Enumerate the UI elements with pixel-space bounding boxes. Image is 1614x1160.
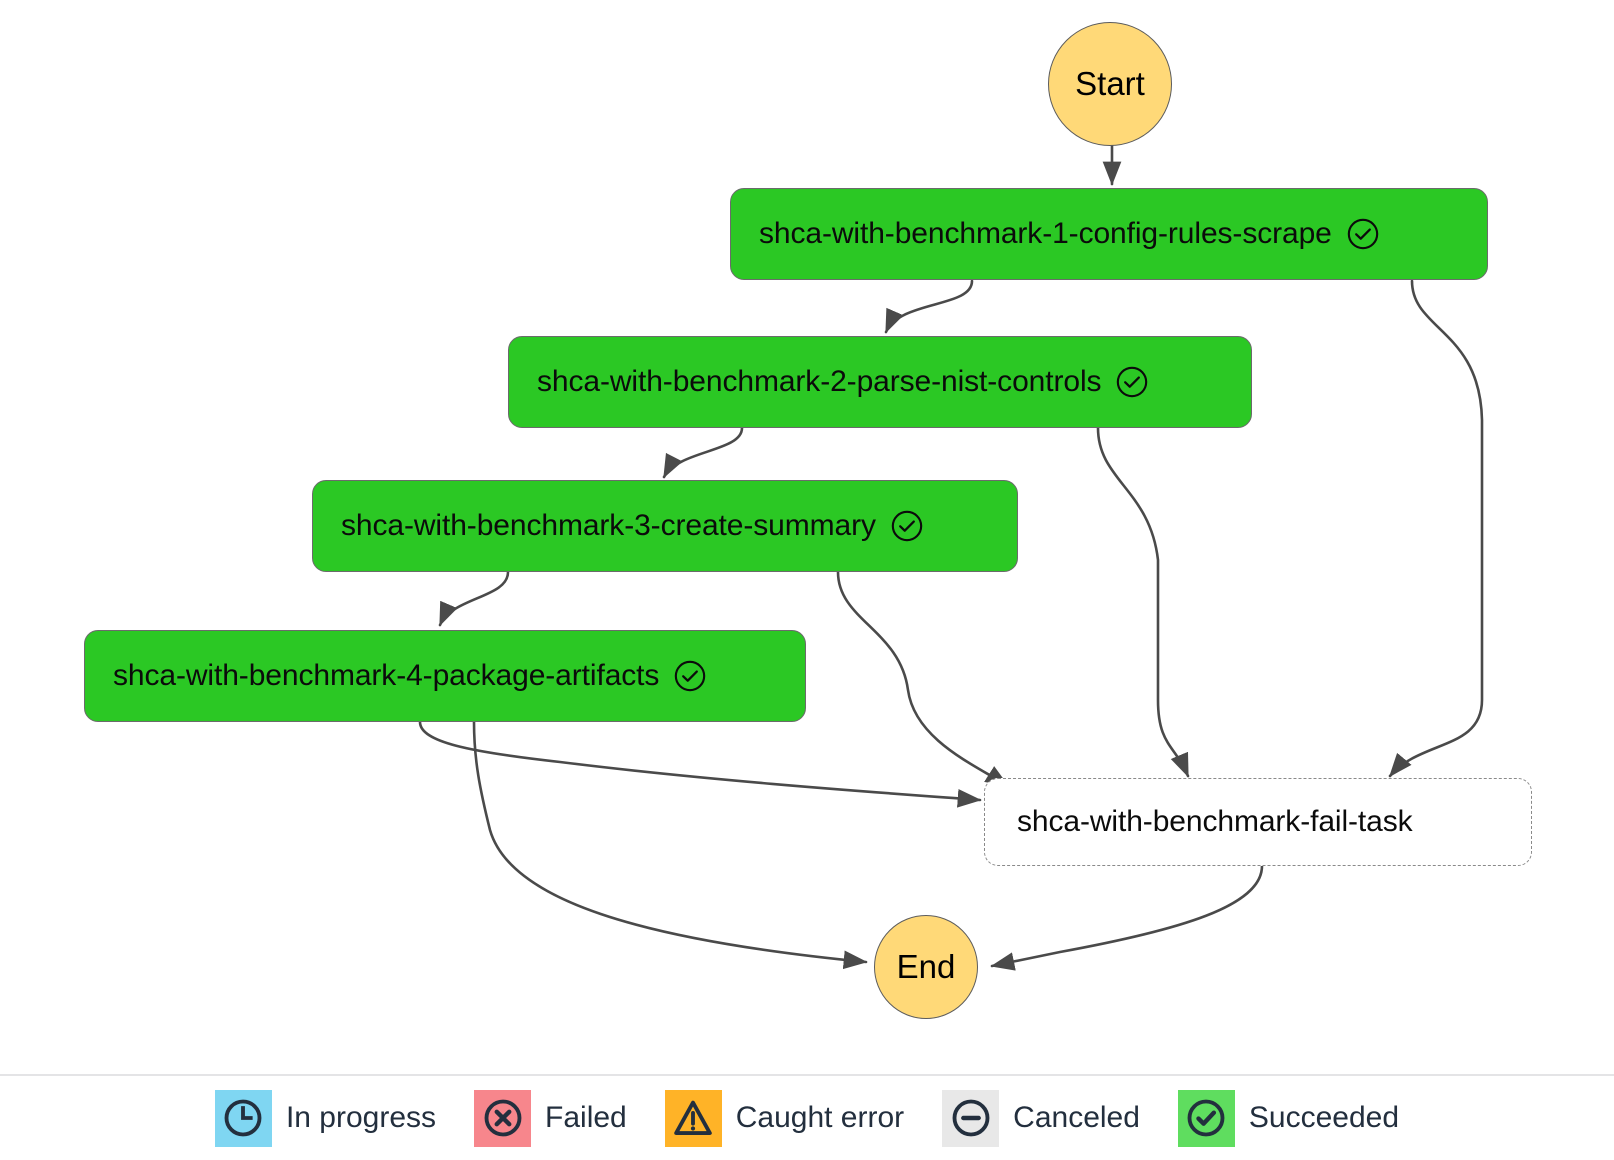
edge-fail-to-end [990,864,1264,971]
edge-t3-to-t4 [438,570,510,627]
node-end-label: End [896,948,956,985]
x-circle-icon [474,1089,532,1147]
check-circle-icon [1346,217,1380,251]
node-end[interactable]: End [874,915,978,1019]
node-task-3-label: shca-with-benchmark-3-create-summary [341,509,876,542]
node-fail-task-label: shca-with-benchmark-fail-task [1017,805,1413,838]
legend-divider [0,1074,1614,1076]
edge-t2-to-fail [1096,426,1190,778]
legend-item-caught-error: Caught error [664,1089,905,1147]
node-task-2-label: shca-with-benchmark-2-parse-nist-control… [537,365,1102,398]
check-circle-icon [673,659,707,693]
legend-label-failed: Failed [545,1101,627,1134]
status-legend: In progress Failed Caught error Canceled [0,1076,1614,1160]
node-task-1[interactable]: shca-with-benchmark-1-config-rules-scrap… [730,188,1488,280]
check-circle-icon [1115,365,1149,399]
check-circle-icon [1177,1089,1235,1147]
legend-label-canceled: Canceled [1013,1101,1140,1134]
node-task-4-label: shca-with-benchmark-4-package-artifacts [113,659,660,692]
edge-t1-to-t2 [884,279,974,334]
node-task-1-label: shca-with-benchmark-1-config-rules-scrap… [759,217,1332,250]
warning-triangle-icon [664,1089,722,1147]
edge-t1-to-fail [1388,279,1484,778]
legend-item-in-progress: In progress [214,1089,437,1147]
node-task-3[interactable]: shca-with-benchmark-3-create-summary [312,480,1018,572]
node-start[interactable]: Start [1048,22,1172,146]
node-fail-task[interactable]: shca-with-benchmark-fail-task [984,778,1532,866]
node-task-4[interactable]: shca-with-benchmark-4-package-artifacts [84,630,806,722]
node-task-2[interactable]: shca-with-benchmark-2-parse-nist-control… [508,336,1252,428]
check-circle-icon [890,509,924,543]
edge-layer [418,139,1484,971]
node-start-label: Start [1075,65,1145,102]
edge-t2-to-t3 [662,426,744,479]
legend-label-succeeded: Succeeded [1248,1101,1400,1134]
legend-label-caught-error: Caught error [735,1101,905,1134]
edge-t3-to-fail [836,570,1010,788]
minus-circle-icon [942,1089,1000,1147]
edge-t4-to-fail [418,720,982,808]
legend-label-in-progress: In progress [285,1101,437,1134]
legend-item-succeeded: Succeeded [1177,1089,1400,1147]
legend-item-failed: Failed [474,1089,627,1147]
edge-t4-to-end [472,720,868,970]
graph-canvas[interactable]: Start shca-with-benchmark-1-config-rules… [0,0,1614,1074]
legend-item-canceled: Canceled [942,1089,1140,1147]
clock-icon [214,1089,272,1147]
